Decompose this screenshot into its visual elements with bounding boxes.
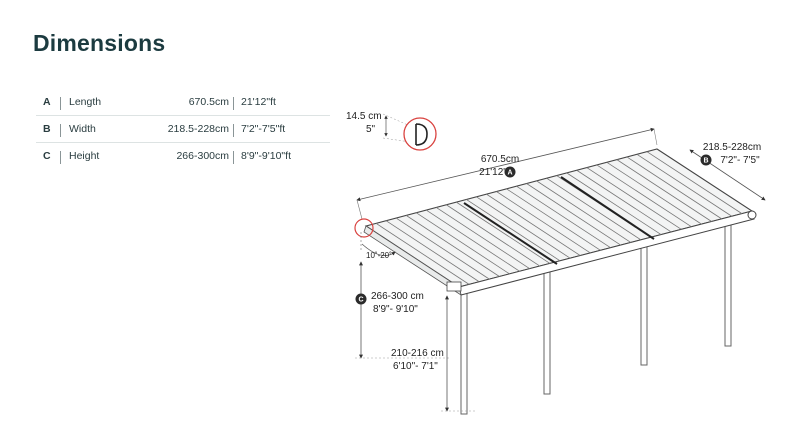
dimensions-table: A Length 670.5cm 21'12"ft B Width 218.5-… [36, 92, 330, 169]
roof-slat [415, 212, 510, 275]
roof [363, 148, 757, 296]
length-dimension: 670.5cm 21'12" A [356, 127, 658, 220]
post [543, 269, 551, 395]
badge-c [355, 293, 367, 305]
roof-slat [496, 191, 591, 254]
roof-slat [436, 207, 530, 269]
height-dimension: C 266-300 cm 8'9"- 9'10" [355, 261, 450, 359]
badge-c-letter: C [358, 297, 363, 304]
low-height-dimension: 210-216 cm 6'10"- 7'1" [391, 295, 475, 412]
roof-slat [405, 215, 500, 277]
dimension-row-height: C Height 266-300cm 8'9"-9'10"ft [36, 143, 330, 169]
roof-slat [486, 193, 581, 256]
width-ft-label: 7'2"- 7'5" [720, 155, 760, 166]
height-ft-label: 8'9"- 9'10" [373, 304, 418, 315]
detail-circle [403, 117, 437, 151]
width-cm-label: 218.5-228cm [703, 142, 761, 153]
roof-slat [395, 217, 490, 280]
dimension-imperial: 21'12"ft [241, 96, 276, 108]
dimension-name: Height [69, 150, 100, 162]
post [640, 242, 648, 366]
length-ft-label: 21'12" [479, 167, 507, 178]
badge-a [504, 166, 516, 178]
dimension-letter: C [43, 150, 51, 162]
angle-label: 10˚-20˚ [366, 251, 392, 260]
dimension-imperial: 7'2"-7'5"ft [241, 123, 286, 135]
corner-detail-circle [354, 218, 374, 238]
dimension-name: Width [69, 123, 96, 135]
roof-slat [466, 199, 561, 262]
dimension-name: Length [69, 96, 102, 108]
roof-slat [385, 220, 480, 283]
divider [60, 97, 61, 110]
dimension-letter: A [43, 96, 51, 108]
badge-b-letter: B [703, 158, 708, 165]
roof-slat [456, 201, 551, 264]
dimension-letter: B [43, 123, 51, 135]
thickness-callout: 14.5 cm 5" [346, 111, 437, 151]
dimension-metric: 266-300cm [176, 150, 229, 162]
wall-bracket [446, 281, 462, 292]
dimension-row-length: A Length 670.5cm 21'12"ft [36, 92, 330, 116]
length-cm-label: 670.5cm [481, 154, 519, 165]
post [460, 286, 468, 415]
page-title: Dimensions [33, 30, 166, 56]
thickness-in-label: 5" [366, 124, 376, 135]
roof-divider [463, 202, 558, 265]
roof-slat [375, 223, 470, 285]
height-cm-label: 266-300 cm [371, 291, 424, 302]
angle-indicator: 10˚-20˚ [360, 232, 396, 260]
dimension-imperial: 8'9"-9'10"ft [241, 150, 291, 162]
divider [233, 97, 234, 110]
gutter-end [747, 210, 757, 220]
divider [60, 151, 61, 164]
dimension-metric: 218.5-228cm [167, 123, 229, 135]
roof-slat [446, 204, 541, 267]
side-beam [363, 225, 462, 296]
badge-a-letter: A [507, 170, 512, 177]
roof-slat [425, 209, 520, 272]
dimension-row-width: B Width 218.5-228cm 7'2"-7'5"ft [36, 116, 330, 143]
divider [233, 151, 234, 164]
divider [233, 124, 234, 137]
thickness-cm-label: 14.5 cm [346, 111, 382, 122]
post [724, 218, 732, 347]
width-dimension: 218.5-228cm B 7'2"- 7'5" [689, 142, 766, 201]
low-height-ft-label: 6'10"- 7'1" [393, 361, 438, 372]
badge-b [700, 154, 712, 166]
divider [60, 124, 61, 137]
dimension-metric: 670.5cm [188, 96, 229, 108]
roof-slat [476, 196, 571, 259]
low-height-cm-label: 210-216 cm [391, 348, 444, 359]
